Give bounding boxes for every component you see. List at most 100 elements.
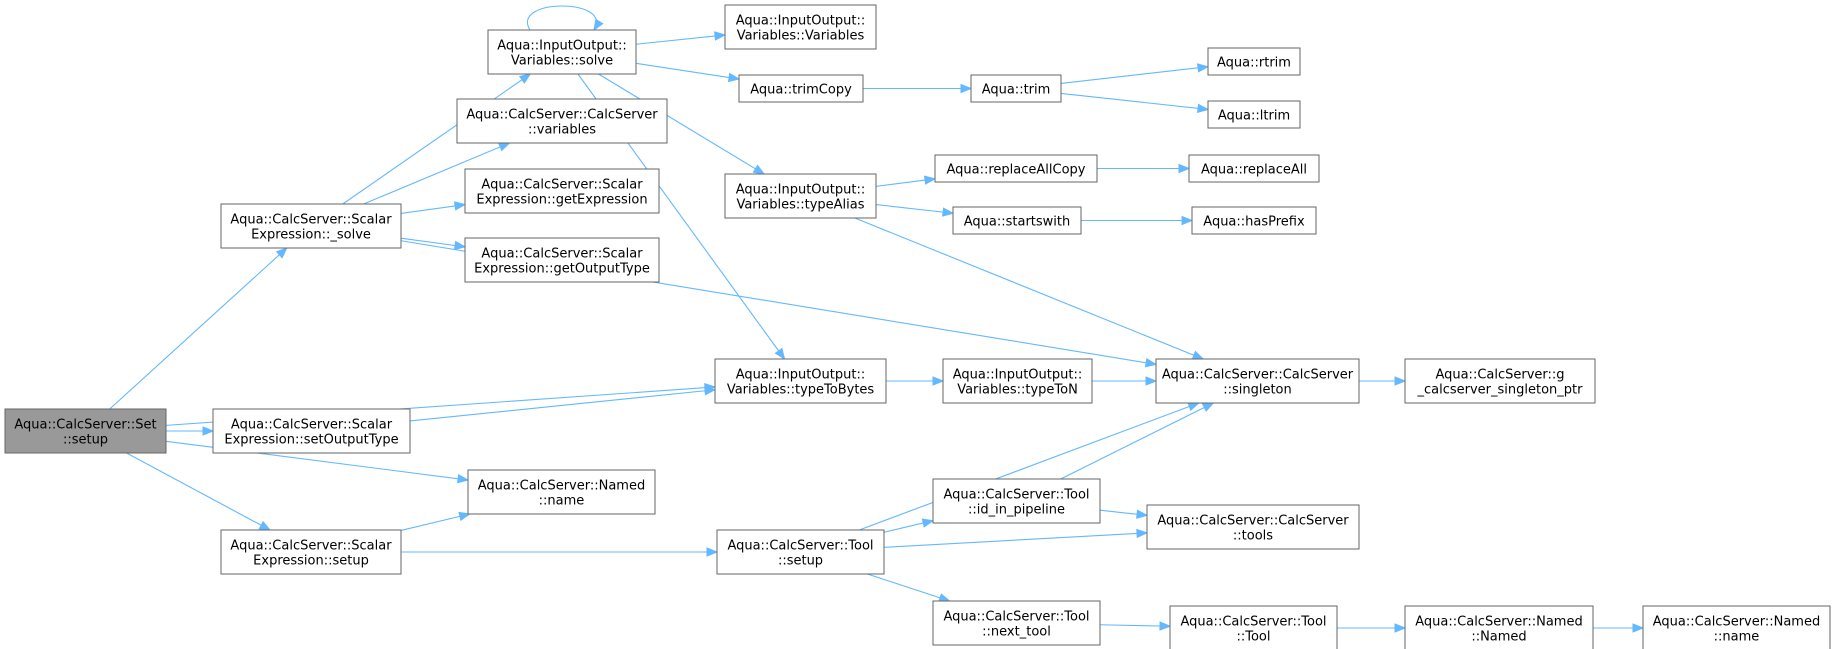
edge-line-scalar_solve-to-io_solve xyxy=(342,73,531,205)
node-box-calcserver_variables[interactable] xyxy=(456,98,668,144)
node-io_variables[interactable]: Aqua::InputOutput::Variables::Variables xyxy=(724,4,877,50)
node-label-scalar_setup-line-2: Expression::setup xyxy=(253,554,369,569)
node-box-named_named[interactable] xyxy=(1404,605,1594,649)
node-named_name[interactable]: Aqua::CalcServer::Named::name xyxy=(467,469,656,515)
node-named_named[interactable]: Aqua::CalcServer::Named::Named xyxy=(1404,605,1594,649)
edge-arrowhead-scalar_setup-to-named_name xyxy=(458,511,471,522)
edge-arrowhead-named_named-to-named_name2 xyxy=(1632,623,1645,633)
node-io_solve[interactable]: Aqua::InputOutput::Variables::solve xyxy=(487,29,637,75)
edge-arrowhead-io_solve-to-io_typetobytes xyxy=(774,347,786,361)
node-label-replaceall-line-1: Aqua::replaceAll xyxy=(1201,163,1307,178)
node-label-calcserver_tools-line-2: ::tools xyxy=(1233,529,1273,544)
node-tool_id_in_pipeline[interactable]: Aqua::CalcServer::Tool::id_in_pipeline xyxy=(932,478,1101,524)
node-io_typeton[interactable]: Aqua::InputOutput::Variables::typeToN xyxy=(942,358,1093,404)
node-box-io_solve[interactable] xyxy=(487,29,637,75)
node-named_name2[interactable]: Aqua::CalcServer::Named::name xyxy=(1642,605,1831,649)
node-label-scalar_getexpression-line-1: Aqua::CalcServer::Scalar xyxy=(481,178,643,193)
node-box-io_typeton[interactable] xyxy=(942,358,1093,404)
edge-arrowhead-replaceallcopy-to-replaceall xyxy=(1178,163,1191,174)
node-trimcopy[interactable]: Aqua::trimCopy xyxy=(738,74,864,103)
edge-line-tool_id_in_pipeline-to-calcserver_singleton xyxy=(1060,402,1214,480)
node-scalar_getoutputtype[interactable]: Aqua::CalcServer::ScalarExpression::getO… xyxy=(464,237,660,283)
node-label-named_name2-line-2: ::name xyxy=(1714,630,1760,645)
node-box-rtrim[interactable] xyxy=(1207,47,1301,76)
node-box-ltrim[interactable] xyxy=(1207,100,1301,129)
node-label-set_setup-line-1: Aqua::CalcServer::Set xyxy=(14,418,156,433)
node-set_setup[interactable]: Aqua::CalcServer::Set::setup xyxy=(4,408,167,454)
edge-replaceallcopy-to-replaceall xyxy=(1097,163,1191,174)
edge-arrowhead-io_solve-to-trimcopy xyxy=(727,72,741,83)
edge-line-tool_setup-to-calcserver_tools xyxy=(883,532,1148,548)
node-tool_next_tool[interactable]: Aqua::CalcServer::Tool::next_tool xyxy=(932,600,1101,646)
node-box-trimcopy[interactable] xyxy=(738,74,864,103)
node-box-scalar_getexpression[interactable] xyxy=(464,168,660,214)
node-scalar_solve[interactable]: Aqua::CalcServer::ScalarExpression::_sol… xyxy=(220,203,402,249)
edge-io_typetobytes-to-io_typeton xyxy=(886,376,945,386)
node-box-scalar_solve[interactable] xyxy=(220,203,402,249)
node-label-tool_id_in_pipeline-line-2: ::id_in_pipeline xyxy=(968,503,1065,518)
edge-tool_id_in_pipeline-to-calcserver_singleton xyxy=(1060,402,1215,480)
edge-arrowhead-scalar_solve-to-scalar_getoutputtype xyxy=(453,240,467,251)
node-tool_setup[interactable]: Aqua::CalcServer::Tool::setup xyxy=(716,529,885,575)
node-box-named_name2[interactable] xyxy=(1642,605,1831,649)
node-box-tool_id_in_pipeline[interactable] xyxy=(932,478,1101,524)
node-startswith[interactable]: Aqua::startswith xyxy=(952,206,1082,235)
node-g_singleton_ptr[interactable]: Aqua::CalcServer::g_calcserver_singleton… xyxy=(1404,358,1596,404)
node-label-rtrim-line-1: Aqua::rtrim xyxy=(1217,56,1291,71)
edge-arrowhead-set_setup-to-scalar_solve xyxy=(275,247,288,259)
node-calcserver_tools[interactable]: Aqua::CalcServer::CalcServer::tools xyxy=(1146,504,1360,550)
node-box-trim[interactable] xyxy=(970,74,1062,103)
node-trim[interactable]: Aqua::trim xyxy=(970,74,1062,103)
node-hasprefix[interactable]: Aqua::hasPrefix xyxy=(1191,206,1317,235)
node-box-io_typealias[interactable] xyxy=(724,173,877,219)
node-box-replaceallcopy[interactable] xyxy=(934,154,1098,183)
node-box-scalar_setoutputtype[interactable] xyxy=(212,408,411,454)
edge-line-io_solve-to-io_solve xyxy=(526,5,598,31)
node-scalar_getexpression[interactable]: Aqua::CalcServer::ScalarExpression::getE… xyxy=(464,168,660,214)
node-scalar_setoutputtype[interactable]: Aqua::CalcServer::ScalarExpression::setO… xyxy=(212,408,411,454)
node-tool_tool[interactable]: Aqua::CalcServer::Tool::Tool xyxy=(1169,605,1338,649)
node-box-io_variables[interactable] xyxy=(724,4,877,50)
edge-io_solve-to-trimcopy xyxy=(635,62,741,83)
edge-line-tool_next_tool-to-tool_tool xyxy=(1099,624,1171,627)
node-label-ltrim-line-1: Aqua::ltrim xyxy=(1218,109,1290,124)
node-box-calcserver_singleton[interactable] xyxy=(1155,358,1360,404)
node-label-hasprefix-line-1: Aqua::hasPrefix xyxy=(1203,215,1305,230)
node-label-io_typeton-line-2: Variables::typeToN xyxy=(957,383,1078,398)
node-io_typealias[interactable]: Aqua::InputOutput::Variables::typeAlias xyxy=(724,173,877,219)
node-box-calcserver_tools[interactable] xyxy=(1146,504,1360,550)
node-box-replaceall[interactable] xyxy=(1188,154,1320,183)
node-box-g_singleton_ptr[interactable] xyxy=(1404,358,1596,404)
edge-arrowhead-trim-to-ltrim xyxy=(1197,103,1210,114)
node-replaceallcopy[interactable]: Aqua::replaceAllCopy xyxy=(934,154,1098,183)
node-box-scalar_setup[interactable] xyxy=(220,529,402,575)
node-box-tool_setup[interactable] xyxy=(716,529,885,575)
node-box-tool_next_tool[interactable] xyxy=(932,600,1101,646)
edge-line-set_setup-to-scalar_solve xyxy=(109,247,288,410)
node-replaceall[interactable]: Aqua::replaceAll xyxy=(1188,154,1320,183)
node-box-scalar_getoutputtype[interactable] xyxy=(464,237,660,283)
node-calcserver_variables[interactable]: Aqua::CalcServer::CalcServer::variables xyxy=(456,98,668,144)
edge-arrowhead-io_typetobytes-to-io_typeton xyxy=(932,376,945,386)
node-label-g_singleton_ptr-line-1: Aqua::CalcServer::g xyxy=(1435,368,1564,383)
node-rtrim[interactable]: Aqua::rtrim xyxy=(1207,47,1301,76)
edge-line-io_typealias-to-calcserver_singleton xyxy=(854,217,1204,360)
edge-line-scalar_solve-to-calcserver_variables xyxy=(363,142,510,205)
node-box-named_name[interactable] xyxy=(467,469,656,515)
edge-named_named-to-named_name2 xyxy=(1593,623,1645,633)
edge-scalar_solve-to-scalar_getoutputtype xyxy=(400,237,467,251)
edges-layer xyxy=(109,5,1645,633)
node-label-io_solve-line-1: Aqua::InputOutput:: xyxy=(497,39,626,54)
node-box-set_setup[interactable] xyxy=(4,408,167,454)
edge-io_typealias-to-startswith xyxy=(875,203,955,217)
edge-trim-to-ltrim xyxy=(1060,92,1210,114)
node-scalar_setup[interactable]: Aqua::CalcServer::ScalarExpression::setu… xyxy=(220,529,402,575)
node-ltrim[interactable]: Aqua::ltrim xyxy=(1207,100,1301,129)
node-box-hasprefix[interactable] xyxy=(1191,206,1317,235)
edge-arrowhead-trim-to-rtrim xyxy=(1197,63,1210,73)
node-calcserver_singleton[interactable]: Aqua::CalcServer::CalcServer::singleton xyxy=(1155,358,1360,404)
node-box-tool_tool[interactable] xyxy=(1169,605,1338,649)
node-io_typetobytes[interactable]: Aqua::InputOutput::Variables::typeToByte… xyxy=(714,358,887,404)
node-box-startswith[interactable] xyxy=(952,206,1082,235)
node-box-io_typetobytes[interactable] xyxy=(714,358,887,404)
